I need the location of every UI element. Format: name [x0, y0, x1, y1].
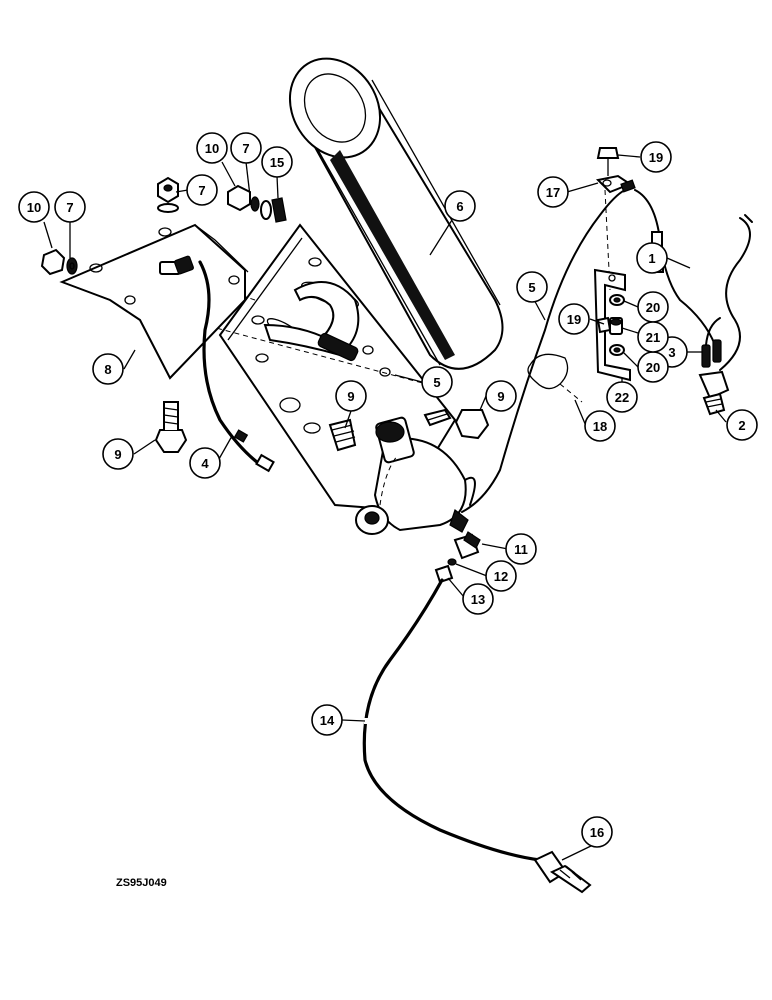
cable-5	[461, 189, 626, 513]
svg-text:8: 8	[104, 362, 111, 377]
callout-7-top: 7	[186, 174, 218, 206]
svg-text:14: 14	[320, 713, 335, 728]
svg-text:10: 10	[205, 141, 219, 156]
svg-text:2: 2	[738, 418, 745, 433]
callout-21: 21	[637, 321, 669, 353]
washer-12	[447, 558, 457, 566]
callout-16: 16	[581, 816, 613, 848]
washer-20-top	[609, 294, 625, 306]
callout-12: 12	[485, 560, 517, 592]
nut-washer-top	[157, 176, 179, 213]
callout-20-top: 20	[637, 291, 669, 323]
svg-text:11: 11	[514, 542, 528, 557]
mount-bracket-22	[593, 268, 631, 382]
bolt-plate-left	[328, 418, 357, 452]
elbow-fitting-11	[453, 531, 481, 560]
nut-washer-left	[40, 248, 78, 276]
callout-10-left: 10	[18, 191, 50, 223]
svg-text:6: 6	[456, 199, 463, 214]
svg-text:22: 22	[615, 390, 629, 405]
hose-14	[362, 578, 542, 862]
svg-text:18: 18	[593, 419, 607, 434]
callout-22: 22	[606, 381, 638, 413]
callout-19-top: 19	[640, 141, 672, 173]
callout-10-top: 10	[196, 132, 228, 164]
svg-text:13: 13	[471, 592, 485, 607]
svg-text:1: 1	[648, 251, 655, 266]
cable-1	[634, 189, 716, 346]
callout-20-bottom: 20	[637, 351, 669, 383]
callout-5-right: 5	[516, 271, 548, 303]
angle-bracket	[59, 223, 249, 380]
temperature-sender-16	[533, 850, 592, 894]
bolt-19-top	[596, 147, 620, 176]
callout-2: 2	[726, 409, 758, 441]
svg-text:4: 4	[201, 456, 209, 471]
callout-6: 6	[444, 190, 476, 222]
svg-text:19: 19	[649, 150, 663, 165]
callout-4: 4	[189, 447, 221, 479]
figure-code: ZS95J049	[116, 877, 167, 889]
callout-1: 1	[636, 242, 668, 274]
svg-text:9: 9	[497, 389, 504, 404]
washer-20-bottom	[609, 344, 625, 356]
svg-text:9: 9	[114, 447, 121, 462]
bolt-bracket	[154, 401, 188, 453]
callout-13: 13	[462, 583, 494, 615]
cable-clip-17	[595, 174, 636, 194]
cable-4	[198, 260, 264, 468]
callout-9-bracket: 9	[102, 438, 134, 470]
callout-7-left: 7	[54, 191, 86, 223]
svg-text:3: 3	[668, 345, 675, 360]
svg-text:7: 7	[242, 141, 249, 156]
callout-9-right: 9	[485, 380, 517, 412]
svg-text:7: 7	[66, 200, 73, 215]
callout-19-mid: 19	[558, 303, 590, 335]
bolt-21	[609, 317, 623, 335]
svg-text:9: 9	[347, 389, 354, 404]
svg-text:15: 15	[270, 155, 284, 170]
cylinder-canister	[288, 57, 504, 370]
callout-11: 11	[505, 533, 537, 565]
callout-17: 17	[537, 176, 569, 208]
svg-text:20: 20	[646, 360, 660, 375]
svg-text:20: 20	[646, 300, 660, 315]
svg-text:5: 5	[433, 375, 440, 390]
hose-clamp	[263, 281, 360, 362]
tie-loop	[527, 353, 583, 403]
callout-5-left: 5	[421, 366, 453, 398]
svg-text:12: 12	[494, 569, 508, 584]
svg-text:10: 10	[27, 200, 41, 215]
callout-18: 18	[584, 410, 616, 442]
svg-text:7: 7	[198, 183, 205, 198]
bolt-19-mid	[596, 316, 612, 334]
pressure-sender	[698, 317, 730, 416]
callout-9-plate: 9	[335, 380, 367, 412]
nut-washer-mid	[227, 184, 287, 223]
callout-7-mid: 7	[230, 132, 262, 164]
svg-text:21: 21	[646, 330, 660, 345]
callout-15: 15	[261, 146, 293, 178]
fitting-assembly	[355, 416, 469, 535]
svg-text:17: 17	[546, 185, 560, 200]
callout-14: 14	[311, 704, 343, 736]
svg-text:5: 5	[528, 280, 535, 295]
svg-text:16: 16	[590, 825, 604, 840]
bolt-plate-right	[423, 408, 490, 440]
leader-lines	[43, 154, 727, 861]
svg-text:19: 19	[567, 312, 581, 327]
callout-8: 8	[92, 353, 124, 385]
